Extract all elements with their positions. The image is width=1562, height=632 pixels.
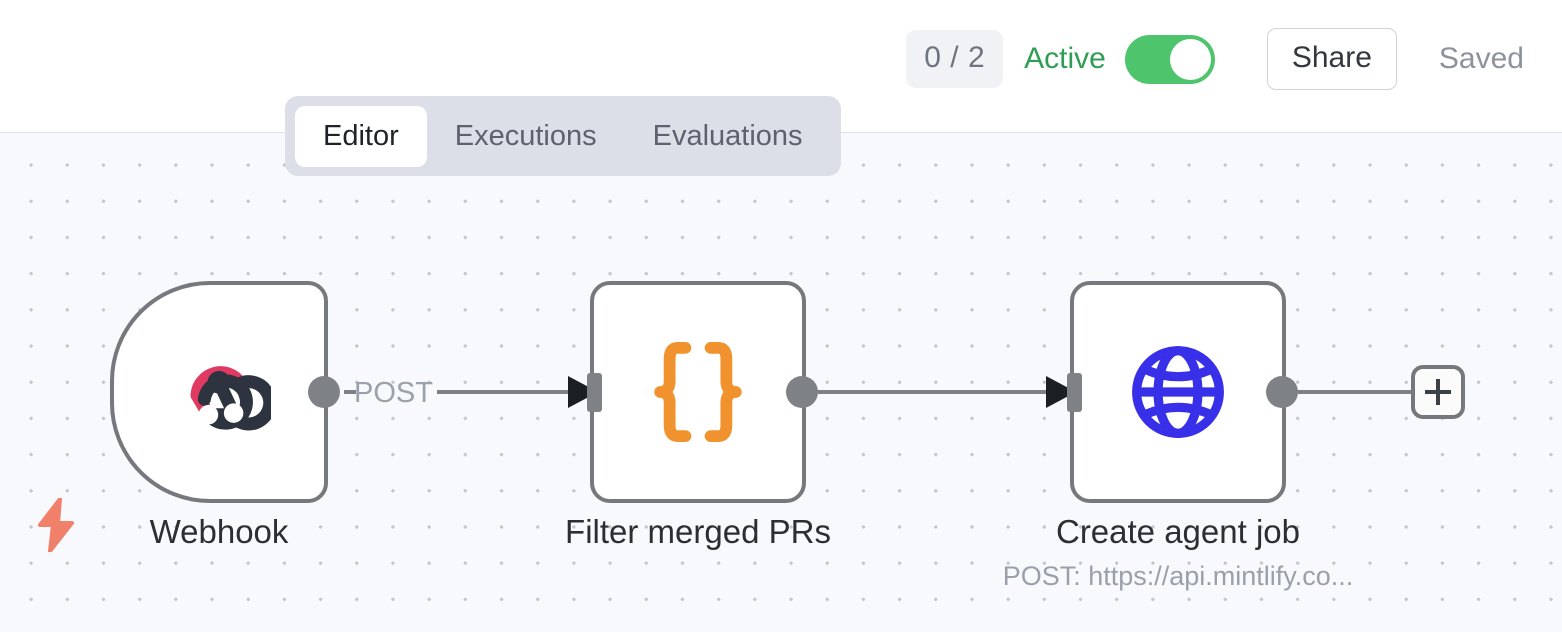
tab-executions[interactable]: Executions xyxy=(454,119,597,152)
add-node-button[interactable] xyxy=(1411,365,1465,419)
tab-bar: Editor Executions Evaluations xyxy=(285,96,841,176)
curly-braces-icon xyxy=(654,341,742,443)
port-output-webhook[interactable] xyxy=(308,376,340,408)
node-label-webhook: Webhook xyxy=(149,513,289,550)
header-actions: 0 / 2 Active Share Saved xyxy=(906,28,1524,90)
tab-editor[interactable]: Editor xyxy=(295,105,427,167)
arrowhead-filter-input xyxy=(568,376,598,408)
port-output-filter[interactable] xyxy=(786,376,818,408)
workflow-canvas[interactable]: Webhook POST Filter merged PRs xyxy=(0,133,1562,632)
toggle-knob xyxy=(1169,38,1211,80)
arrowhead-create-input xyxy=(1046,376,1076,408)
lightning-bolt-icon xyxy=(38,498,74,552)
node-label-filter-merged-prs: Filter merged PRs xyxy=(565,513,831,550)
node-create-agent-job[interactable] xyxy=(1067,281,1298,503)
save-status-label: Saved xyxy=(1438,42,1524,75)
run-count-badge: 0 / 2 xyxy=(906,30,1004,88)
port-input-create[interactable] xyxy=(1067,372,1082,412)
port-input-filter[interactable] xyxy=(587,372,602,412)
globe-icon xyxy=(1132,346,1224,438)
connector-layer xyxy=(344,376,1415,408)
plus-icon-vertical xyxy=(1436,379,1440,405)
node-label-create-agent-job: Create agent job xyxy=(1055,513,1300,550)
node-sublabel-create-agent-job: POST: https://api.mintlify.co... xyxy=(1002,561,1354,591)
node-filter-merged-prs[interactable] xyxy=(587,281,818,503)
active-status-label: Active xyxy=(1024,42,1106,75)
node-webhook[interactable] xyxy=(110,281,340,503)
connector-label-post: POST xyxy=(354,377,433,409)
tab-evaluations[interactable]: Evaluations xyxy=(652,119,803,152)
share-button[interactable]: Share xyxy=(1266,28,1397,90)
webhook-icon xyxy=(190,366,271,431)
port-output-create[interactable] xyxy=(1266,376,1298,408)
active-toggle[interactable] xyxy=(1124,34,1215,84)
